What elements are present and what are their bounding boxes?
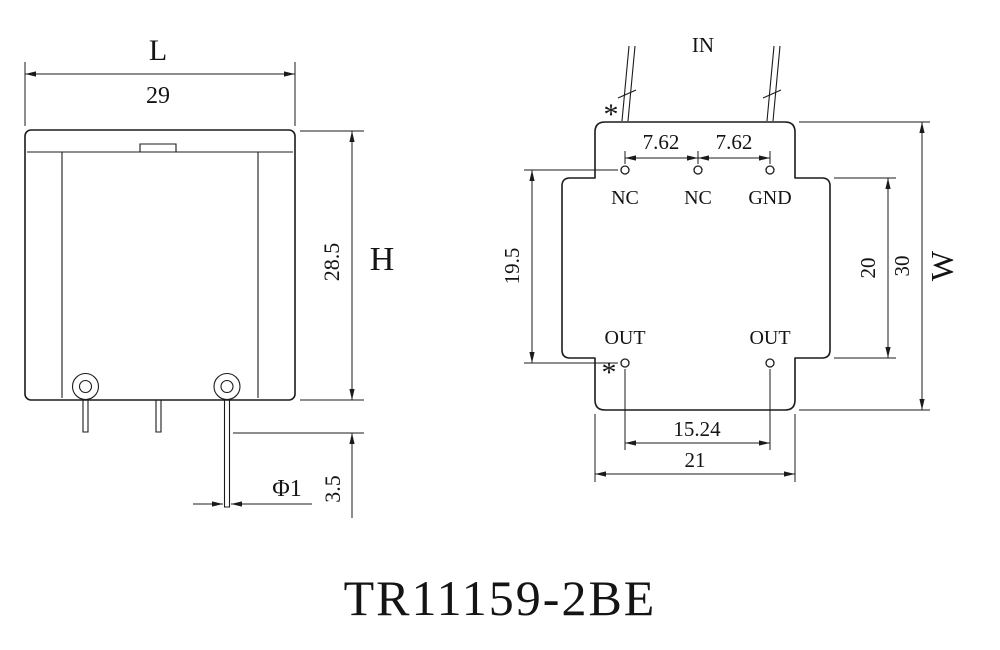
dim-value-29: 29 — [146, 83, 170, 109]
part-number-title: TR11159-2BE — [344, 570, 657, 626]
mounting-feet — [71, 372, 241, 401]
dim-value-3-5: 3.5 — [320, 475, 345, 503]
dim-value-30: 30 — [890, 256, 914, 277]
dimension-body-height: 30 — [799, 121, 930, 411]
transformer-body-outline — [24, 129, 296, 401]
pin-label-out-1: OUT — [604, 327, 645, 349]
dim-value-21: 21 — [685, 448, 706, 472]
pin-label-gnd: GND — [748, 187, 791, 209]
top-pin-holes — [620, 165, 775, 175]
front-view: L 29 28.5 H 3.5 Φ1 — [24, 34, 395, 518]
pin-layout-view: IN * 7.62 7.62 NC NC GND OUT OUT — [500, 33, 960, 482]
dimension-length: L 29 — [24, 34, 296, 126]
dim-value-phi1: Φ1 — [272, 476, 302, 502]
dim-pitch-left: 7.62 — [643, 130, 680, 154]
input-leads — [617, 45, 782, 122]
pin-label-out-2: OUT — [749, 327, 790, 349]
pin1-marker-bottom: * — [602, 356, 617, 389]
dimension-pitch: 7.62 7.62 — [624, 130, 771, 164]
dimension-pin-length: 3.5 — [233, 432, 364, 518]
dim-value-15-24: 15.24 — [673, 417, 721, 441]
pin-label-nc-2: NC — [684, 187, 712, 209]
dimension-height: 28.5 H — [300, 130, 395, 401]
pin-label-nc-1: NC — [611, 187, 639, 209]
dim-label-H: H — [370, 241, 395, 278]
dim-pitch-right: 7.62 — [716, 130, 753, 154]
dimension-out-pitch: 15.24 — [624, 369, 771, 450]
dim-value-20: 20 — [856, 258, 880, 279]
top-pin-labels: NC NC GND — [611, 187, 792, 209]
dimension-pin-rows: 19.5 — [500, 169, 618, 364]
dim-value-19-5: 19.5 — [500, 248, 524, 285]
bottom-pin-labels: OUT OUT — [604, 327, 790, 349]
dimension-pin-diameter: Φ1 — [193, 476, 312, 507]
pin-view-outline — [561, 121, 831, 411]
pin1-marker-top: * — [604, 98, 619, 131]
front-pins — [82, 400, 231, 508]
input-label: IN — [692, 33, 714, 57]
dim-value-28-5: 28.5 — [319, 243, 344, 282]
dim-label-L: L — [149, 34, 167, 67]
bottom-pin-holes — [620, 358, 775, 368]
dimension-tab-height: 20 — [834, 177, 896, 359]
dim-label-W: W — [924, 250, 960, 281]
dimension-body-width: 21 — [594, 414, 796, 482]
